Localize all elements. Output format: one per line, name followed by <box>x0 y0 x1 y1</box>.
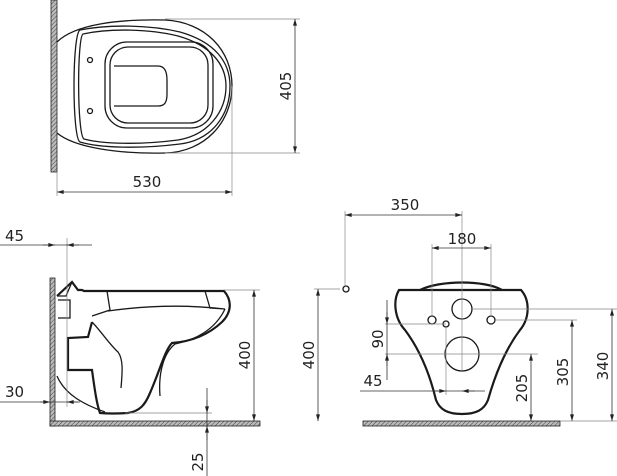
top-view: 405 530 <box>50 0 300 196</box>
dim-label-405: 405 <box>277 72 295 101</box>
rim-line <box>107 290 226 312</box>
bolt-hole-icon <box>427 315 437 325</box>
floor <box>49 420 261 427</box>
wall <box>50 0 58 173</box>
bowl-base-curve <box>56 375 106 413</box>
side-view: 45 30 400 25 <box>0 227 261 476</box>
dim-label-530: 530 <box>133 173 162 191</box>
dim-label-180: 180 <box>448 230 477 248</box>
dim-label-25: 25 <box>189 452 207 471</box>
dim-label-45-front: 45 <box>363 372 382 390</box>
dim-label-400-side: 400 <box>236 341 254 370</box>
bolt-hole-icon <box>486 315 496 325</box>
hinge-hole-icon <box>86 107 94 115</box>
bowl-opening <box>114 65 168 107</box>
dim-label-45-side: 45 <box>5 227 24 245</box>
dim-label-340: 340 <box>594 352 612 381</box>
lid-outer <box>104 41 214 129</box>
dim-label-30: 30 <box>5 383 24 401</box>
bowl-front-outline <box>394 288 529 416</box>
dim-label-350: 350 <box>391 196 420 214</box>
front-view: 350 180 400 90 45 205 305 340 <box>300 196 617 427</box>
toilet-bowl-profile <box>56 280 231 415</box>
inlet-fitting <box>57 281 73 319</box>
dim-label-90: 90 <box>369 329 387 348</box>
lid-inner <box>109 46 209 124</box>
trap-line <box>91 290 123 389</box>
seat-outer <box>73 25 231 148</box>
wall <box>49 277 56 427</box>
floor <box>362 420 561 427</box>
water-inlet-icon <box>342 285 350 293</box>
dim-label-205: 205 <box>513 374 531 403</box>
dim-label-305: 305 <box>554 358 572 387</box>
bowl-outline <box>56 19 233 154</box>
bowl-inner-line <box>159 308 226 397</box>
seat-inner <box>77 29 227 144</box>
hinge-hole-icon <box>86 56 94 64</box>
dim-label-400-front: 400 <box>300 341 318 370</box>
